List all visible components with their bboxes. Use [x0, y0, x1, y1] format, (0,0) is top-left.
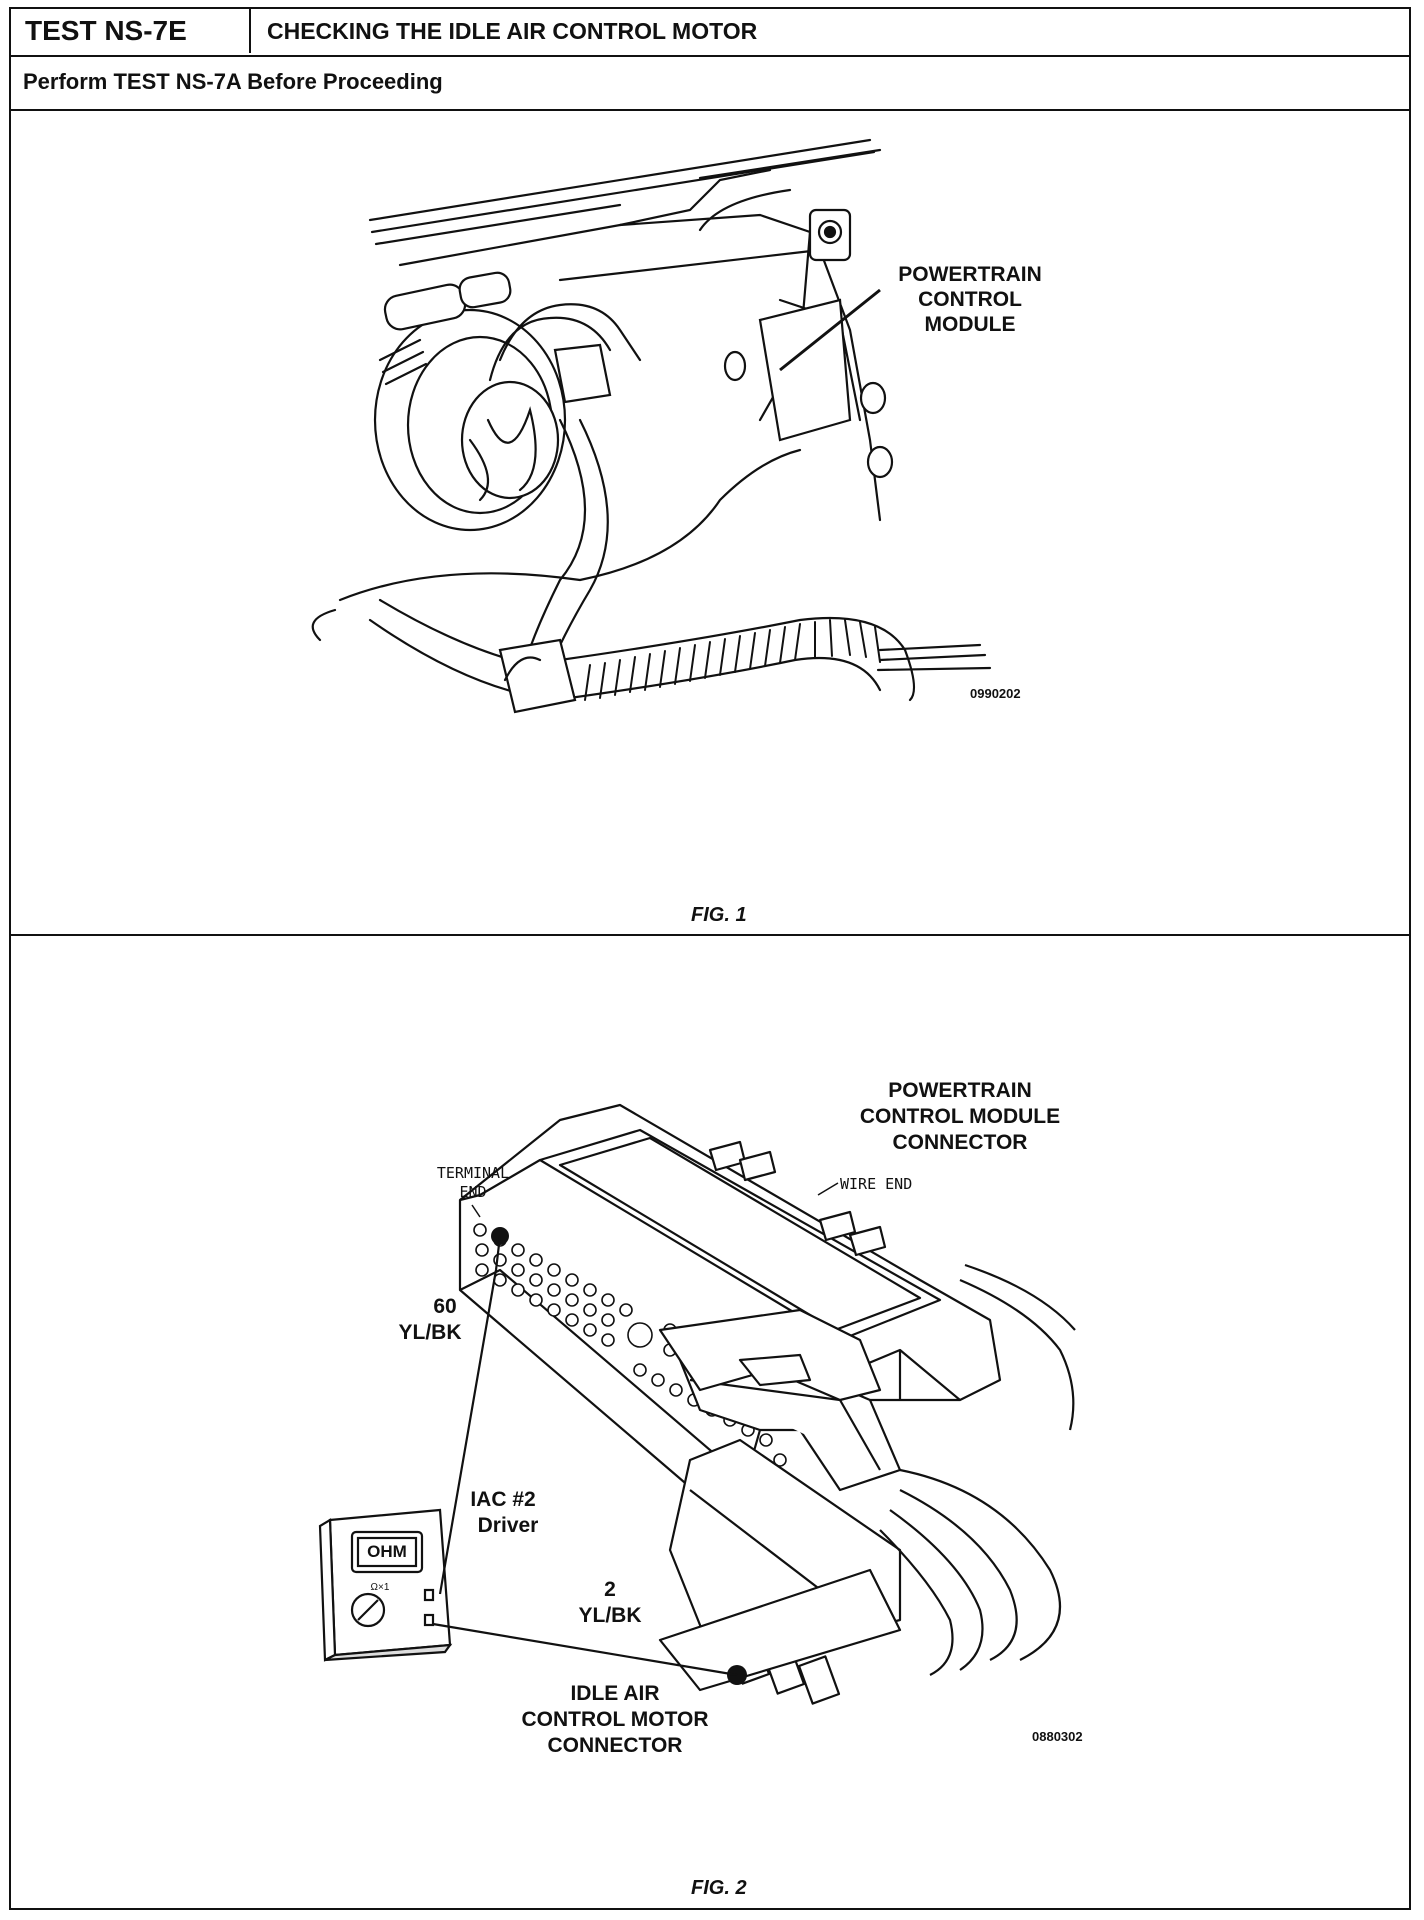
figure2-image-code: 0880302 [1032, 1729, 1083, 1744]
pcm-label-line3: MODULE [925, 313, 1016, 336]
pcm-label-line1: POWERTRAIN [898, 263, 1042, 286]
pcm-connector-label-line1: POWERTRAIN [888, 1079, 1032, 1102]
iac-connector-label-line1: IDLE AIR [570, 1682, 659, 1705]
ohmmeter [318, 1508, 453, 1662]
pin2-wire-color: YL/BK [579, 1604, 642, 1627]
figure1-illustration: POWERTRAIN CONTROL MODULE 0990202 [311, 138, 1042, 714]
figure1-caption: FIG. 1 [691, 904, 747, 926]
pin60-number: 60 [433, 1295, 456, 1318]
wire-end-label: WIRE END [840, 1175, 912, 1193]
pcm-plate [758, 298, 852, 442]
divider [11, 109, 1409, 111]
iac-driver-label-line2: Driver [478, 1514, 539, 1537]
terminal-end-label-line2: END [459, 1183, 486, 1201]
header-bar: TEST NS-7E CHECKING THE IDLE AIR CONTROL… [11, 9, 1409, 57]
pcm-label-line2: CONTROL [918, 288, 1022, 311]
iac-connector-label-line3: CONNECTOR [548, 1734, 683, 1757]
pcm-connector-label-line3: CONNECTOR [893, 1131, 1028, 1154]
meter-range: Ω×1 [371, 1582, 390, 1593]
pin2-number: 2 [604, 1578, 616, 1601]
test-title: CHECKING THE IDLE AIR CONTROL MOTOR [267, 17, 758, 44]
pin60-wire-color: YL/BK [399, 1321, 462, 1344]
test-frame: TEST NS-7E CHECKING THE IDLE AIR CONTROL… [9, 7, 1411, 1910]
iac-connector-label-line2: CONTROL MOTOR [521, 1708, 708, 1731]
iac-driver-label-line1: IAC #2 [470, 1488, 535, 1511]
figure1-image-code: 0990202 [970, 686, 1021, 701]
figure2-illustration: OHM Ω×1 POWERTRAIN CONTROL MODULE CONNEC… [318, 1079, 1083, 1757]
test-id: TEST NS-7E [11, 9, 251, 53]
meter-display: OHM [367, 1542, 407, 1561]
prerequisite-note: Perform TEST NS-7A Before Proceeding [23, 69, 443, 94]
figure2-caption: FIG. 2 [691, 1877, 747, 1899]
divider [11, 934, 1409, 936]
terminal-end-label-line1: TERMINAL [437, 1164, 509, 1182]
pcm-connector-label-line2: CONTROL MODULE [860, 1105, 1060, 1128]
